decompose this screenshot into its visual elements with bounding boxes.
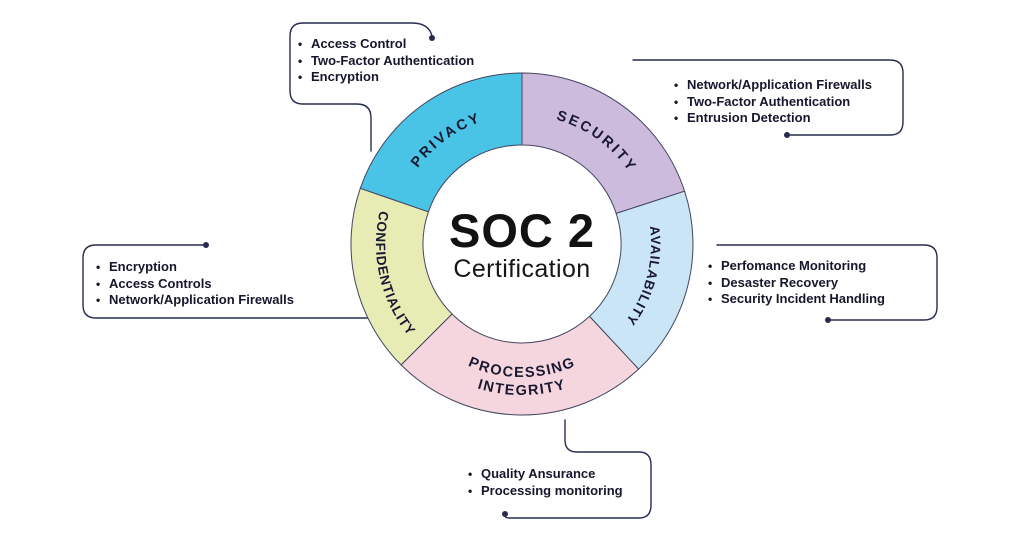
list-item: • Desaster Recovery — [708, 275, 885, 292]
availability-callout-outline — [716, 244, 938, 321]
callout-item-text: Access Control — [311, 36, 407, 51]
privacy-connector-dot — [429, 35, 435, 41]
callout-item-text: Perfomance Monitoring — [721, 258, 867, 273]
confidentiality-callout-outline — [82, 244, 377, 319]
processing-callout-outline — [504, 419, 652, 519]
list-item: • Quality Ansurance — [468, 466, 623, 483]
bullet-icon: • — [674, 94, 679, 109]
label-integrity: INTEGRITY — [476, 377, 568, 399]
list-item: • Security Incident Handling — [708, 291, 885, 308]
list-item: • Processing monitoring — [468, 483, 623, 500]
availability-connector-dot — [825, 317, 831, 323]
security-connector-dot — [784, 132, 790, 138]
callout-item-text: Processing monitoring — [481, 482, 623, 498]
confidentiality-connector-dot — [203, 242, 209, 248]
list-item: • Two-Factor Authentication — [298, 53, 474, 70]
callout-item-text: Encryption — [109, 259, 177, 274]
bullet-icon: • — [468, 467, 473, 481]
bullet-icon: • — [96, 260, 101, 274]
list-item: • Network/Application Firewalls — [96, 292, 294, 309]
bullet-icon: • — [298, 37, 303, 51]
processing-connector-dot — [502, 511, 508, 517]
bullet-icon: • — [298, 53, 303, 68]
bullet-icon: • — [468, 483, 473, 498]
privacy-callout-outline — [289, 22, 433, 152]
security-callout-outline — [632, 59, 904, 136]
list-item: • Network/Application Firewalls — [674, 77, 872, 94]
bullet-icon: • — [674, 78, 679, 92]
segment-processing-integrity — [400, 313, 640, 416]
processing-integrity-callout: • Quality Ansurance • Processing monitorin… — [468, 466, 623, 499]
list-item: • Perfomance Monitoring — [708, 258, 885, 275]
donut-chart — [350, 72, 694, 416]
bullet-icon: • — [96, 293, 101, 307]
bullet-icon: • — [708, 292, 713, 306]
callout-outlines — [82, 22, 938, 519]
callout-item-text: Two-Factor Authentication — [311, 52, 475, 68]
bullet-icon: • — [96, 276, 101, 291]
callout-item-text: Desaster Recovery — [721, 274, 839, 290]
bullet-icon: • — [708, 275, 713, 290]
bullet-icon: • — [708, 259, 713, 273]
callout-item-text: Network/Application Firewalls — [109, 292, 294, 307]
callout-item-text: Security Incident Handling — [721, 291, 885, 306]
callout-item-text: Entrusion Detection — [687, 110, 811, 125]
callout-item-text: Quality Ansurance — [481, 466, 596, 481]
list-item: • Two-Factor Authentication — [674, 94, 872, 111]
callout-item-text: Network/Application Firewalls — [687, 77, 872, 92]
list-item: • Encryption — [298, 69, 474, 86]
list-item: • Entrusion Detection — [674, 110, 872, 127]
confidentiality-callout: • Encryption • Access Controls • Network/Ap… — [96, 259, 294, 309]
center-subtitle: Certification — [453, 255, 590, 283]
callout-item-text: Encryption — [311, 69, 379, 84]
callout-item-text: Access Controls — [109, 275, 212, 291]
bullet-icon: • — [298, 70, 303, 84]
callout-item-text: Two-Factor Authentication — [687, 93, 851, 109]
bullet-icon: • — [674, 111, 679, 125]
security-callout: • Network/Application Firewalls • Two-Fact… — [674, 77, 872, 127]
list-item: • Encryption — [96, 259, 294, 276]
availability-callout: • Perfomance Monitoring • Desaster Recover… — [708, 258, 885, 308]
list-item: • Access Control — [298, 36, 474, 53]
list-item: • Access Controls — [96, 276, 294, 293]
segment-privacy — [359, 72, 523, 213]
privacy-callout: • Access Control • Two-Factor Authenticati… — [298, 36, 474, 86]
center-title: SOC 2 — [449, 204, 595, 257]
